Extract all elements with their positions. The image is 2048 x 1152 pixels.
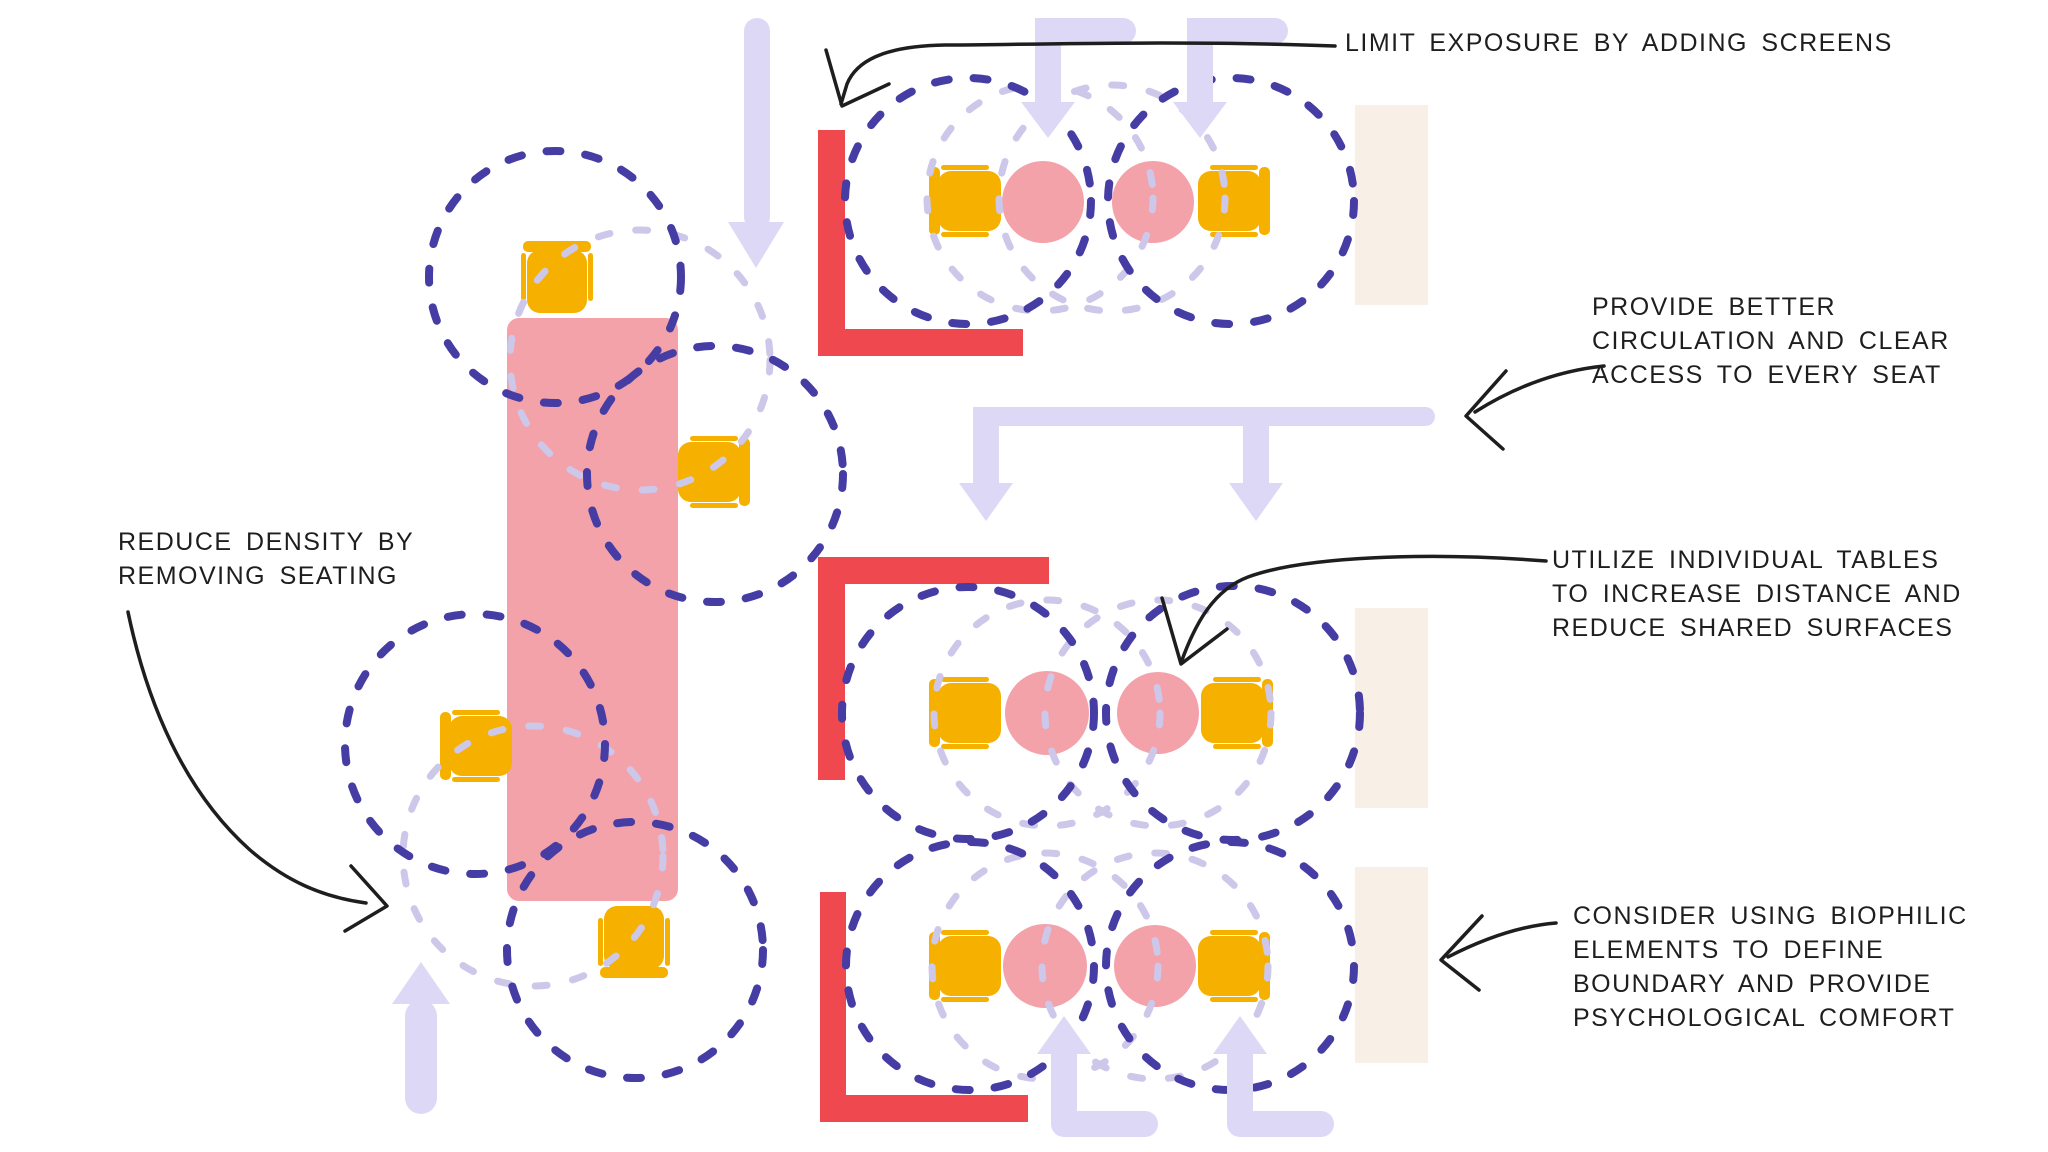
label-line: PSYCHOLOGICAL COMFORT bbox=[1573, 1004, 1956, 1032]
label-line: BOUNDARY AND PROVIDE bbox=[1573, 970, 1932, 998]
chair-icon bbox=[598, 906, 670, 978]
screen-divider-middle bbox=[818, 557, 1049, 780]
label-line: PROVIDE BETTER bbox=[1592, 293, 1837, 321]
screen-divider-top bbox=[818, 130, 1023, 356]
label-individual-tables: UTILIZE INDIVIDUAL TABLES TO INCREASE DI… bbox=[1552, 543, 1962, 645]
chair-icon bbox=[521, 241, 593, 313]
chair-icon bbox=[929, 165, 1001, 237]
label-line: ELEMENTS TO DEFINE bbox=[1573, 936, 1885, 964]
chair-icon bbox=[1201, 677, 1273, 749]
label-circulation: PROVIDE BETTER CIRCULATION AND CLEAR ACC… bbox=[1592, 290, 1950, 392]
screen-divider-bottom bbox=[820, 892, 1028, 1122]
circulation-arrow-bottom-1 bbox=[1037, 1016, 1158, 1137]
annotation-arrow-circulation bbox=[1464, 364, 1606, 451]
annotation-arrow-reduce-density bbox=[126, 610, 389, 933]
chair-icon bbox=[929, 930, 1001, 1002]
label-line: CIRCULATION AND CLEAR bbox=[1592, 327, 1950, 355]
individual-tables-bottom bbox=[1003, 924, 1196, 1008]
label-line: TO INCREASE DISTANCE AND bbox=[1552, 580, 1962, 608]
planter-top bbox=[1355, 105, 1428, 305]
circulation-arrow-top-2 bbox=[1173, 18, 1288, 138]
circulation-arrow-top-1 bbox=[1021, 18, 1136, 138]
planter-middle bbox=[1355, 608, 1428, 808]
round-table bbox=[1002, 161, 1084, 243]
label-biophilic: CONSIDER USING BIOPHILIC ELEMENTS TO DEF… bbox=[1573, 899, 1968, 1035]
chair-icon bbox=[678, 436, 750, 508]
label-limit-screens: LIMIT EXPOSURE BY ADDING SCREENS bbox=[1345, 26, 1893, 60]
planter-bottom bbox=[1355, 867, 1428, 1063]
individual-tables-top bbox=[1002, 161, 1194, 243]
label-line: LIMIT EXPOSURE BY ADDING SCREENS bbox=[1345, 29, 1893, 57]
label-line: REMOVING SEATING bbox=[118, 562, 398, 590]
label-line: CONSIDER USING BIOPHILIC bbox=[1573, 902, 1968, 930]
circulation-arrow-up-left bbox=[392, 962, 450, 1114]
chair-icon bbox=[1198, 165, 1270, 237]
chair-icon bbox=[1198, 930, 1270, 1002]
annotation-arrow-individual-tables bbox=[1160, 554, 1548, 666]
circulation-arrow-bottom-2 bbox=[1213, 1016, 1334, 1137]
large-table bbox=[507, 318, 678, 901]
annotation-arrow-limit-screens bbox=[824, 41, 1337, 108]
label-reduce-density: REDUCE DENSITY BY REMOVING SEATING bbox=[118, 525, 414, 593]
chair-icon bbox=[440, 710, 512, 782]
label-line: UTILIZE INDIVIDUAL TABLES bbox=[1552, 546, 1940, 574]
label-line: REDUCE SHARED SURFACES bbox=[1552, 614, 1954, 642]
circulation-path-middle bbox=[959, 407, 1435, 521]
circulation-arrow-down-left bbox=[728, 18, 784, 268]
annotation-arrow-biophilic bbox=[1439, 914, 1558, 992]
label-line: REDUCE DENSITY BY bbox=[118, 528, 415, 556]
label-line: ACCESS TO EVERY SEAT bbox=[1592, 361, 1942, 389]
